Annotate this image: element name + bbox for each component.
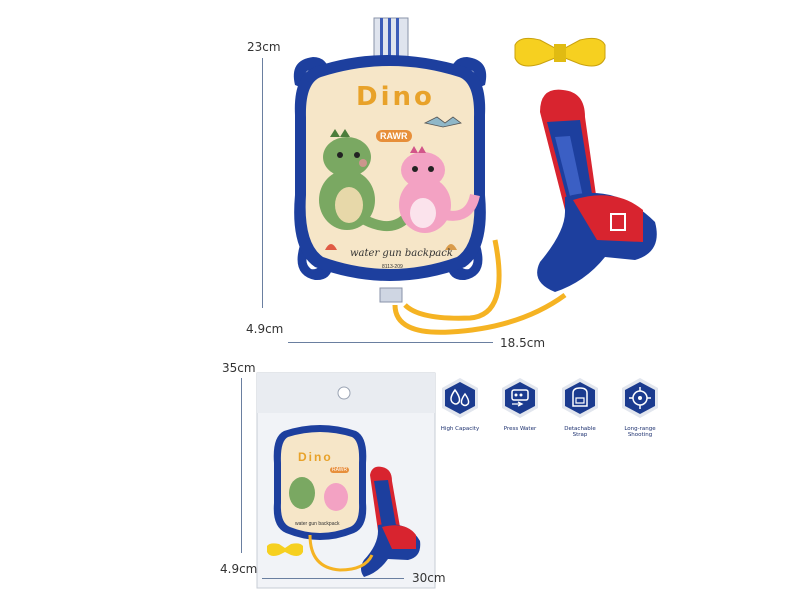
height-label: 23cm [247,40,281,54]
feature-high-capacity: High Capacity [438,376,482,432]
backpack-icon [562,378,598,418]
tank-rod [373,17,409,59]
width-label: 18.5cm [500,336,546,350]
mini-tagline: water gun backpack [295,521,340,527]
water-gun [537,89,657,292]
water-drops-icon [442,378,478,418]
mini-tank [273,425,367,540]
pkg-width-label: 30cm [412,571,446,585]
package-photo: Dino RAWR water gun backpack [240,355,440,595]
pkg-height-label: 35cm [222,361,256,375]
mini-brand-title: Dino [298,450,333,464]
depth-label: 4.9cm [246,322,284,336]
product-photo: Dino RAWR water gun backpack 8113-209 23… [246,17,657,350]
mini-hose [308,534,374,572]
feature-long-range: Long-range Shooting [618,376,662,438]
mini-rawr: RAWR [330,467,350,473]
pkg-width-line [262,578,404,579]
water-hose [392,239,567,335]
height-line [262,58,263,308]
water-tank-backpack [293,55,487,281]
mini-buckle [267,543,303,556]
brand-title: Dino [356,82,435,112]
feature-detachable-strap: Detachable Strap [558,376,602,438]
item-number: 8113-209 [382,264,403,270]
rawr-sticker: RAWR [376,130,412,142]
chest-buckle [514,37,606,67]
feature-press-water: Press Water [498,376,542,432]
press-water-icon [502,378,538,418]
feature-label: Long-range Shooting [624,426,656,438]
pkg-depth-label: 4.9cm [220,562,258,576]
tagline: water gun backpack [350,248,453,259]
feature-label: Press Water [503,426,537,432]
width-line [288,342,493,343]
pkg-height-line [241,378,242,553]
crosshair-icon [622,378,658,418]
tank-outlet [379,287,403,303]
mini-gun [361,466,421,577]
feature-badges: High Capacity Press Water Detachable Str… [438,376,668,438]
feature-label: Detachable Strap [564,426,596,438]
feature-label: High Capacity [440,426,480,432]
